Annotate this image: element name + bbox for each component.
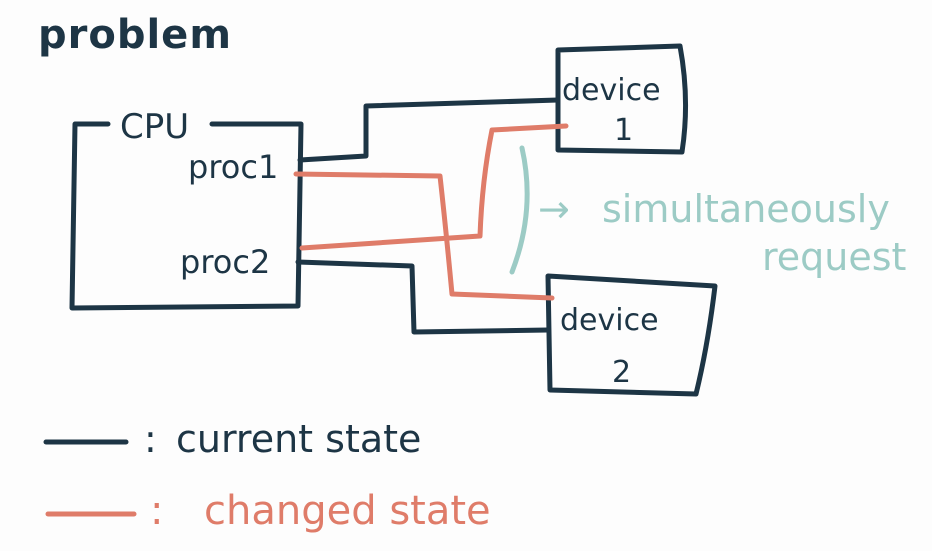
- diagram-title: problem: [38, 12, 232, 58]
- current-line-proc1-device1: [297, 97, 561, 163]
- annotation-line2: request: [762, 235, 906, 279]
- changed-line-proc2-device1: [299, 123, 569, 251]
- legend-current-sep: :: [144, 417, 157, 461]
- device1-label: device: [562, 73, 661, 108]
- device1-box: [555, 43, 689, 155]
- proc2-label: proc2: [180, 243, 270, 281]
- legend-changed-text: changed state: [204, 488, 491, 534]
- device2-box: [545, 273, 718, 397]
- device2-label: device: [560, 303, 659, 338]
- current-line-proc2-device2: [295, 259, 551, 335]
- annotation-line1: simultaneously: [602, 187, 890, 231]
- legend-changed-sep: :: [150, 488, 163, 534]
- changed-line-proc1-device2: [293, 171, 555, 301]
- annotation-arrow: →: [538, 187, 570, 231]
- legend-current-text: current state: [176, 417, 421, 461]
- cpu-box: [69, 121, 304, 311]
- simultaneous-bracket: [509, 145, 530, 275]
- device1-number: 1: [614, 113, 633, 148]
- cpu-label: CPU: [120, 107, 189, 147]
- device2-number: 2: [612, 355, 631, 390]
- proc1-label: proc1: [188, 148, 278, 186]
